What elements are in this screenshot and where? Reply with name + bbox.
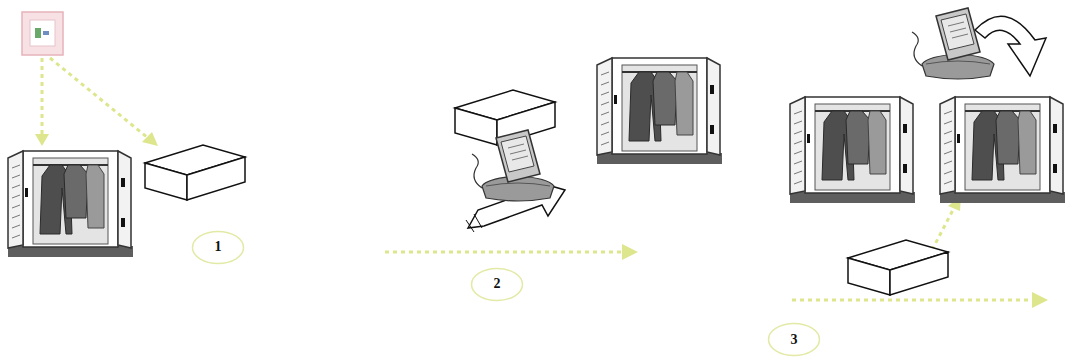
callout-ellipse: 2 xyxy=(470,267,524,302)
package-box xyxy=(145,145,245,200)
callout-number: 3 xyxy=(791,333,798,347)
wardrobe xyxy=(597,58,722,164)
arrow-stripe xyxy=(474,214,482,228)
wardrobe xyxy=(940,97,1065,203)
handheld-device xyxy=(472,130,554,201)
app-icon xyxy=(22,12,63,55)
callout-number: 2 xyxy=(494,277,501,291)
callout-number: 1 xyxy=(215,240,222,254)
package-box xyxy=(848,240,948,295)
callout-ellipse: 3 xyxy=(767,322,821,357)
dotted-arrow xyxy=(42,58,1034,300)
callout-ellipse: 1 xyxy=(191,230,245,265)
wardrobe xyxy=(8,151,133,257)
handheld-device xyxy=(912,8,994,79)
arrow-stripe xyxy=(466,220,474,232)
wardrobe xyxy=(790,97,915,203)
